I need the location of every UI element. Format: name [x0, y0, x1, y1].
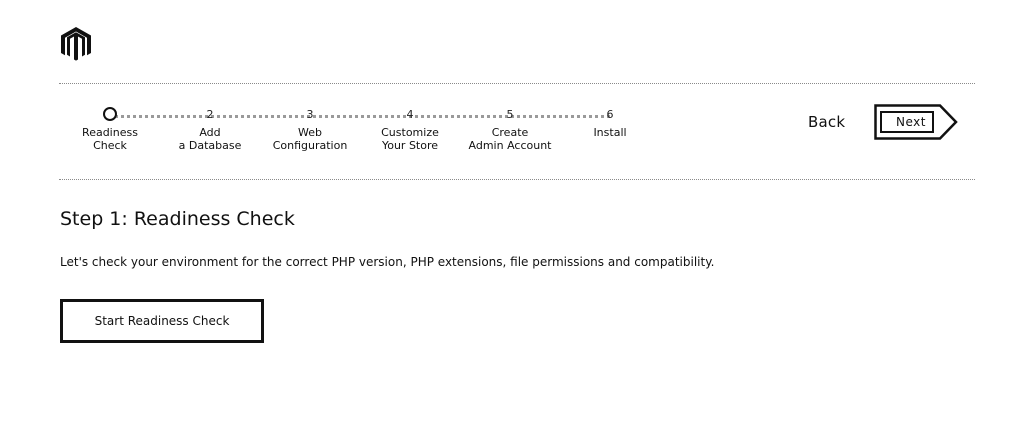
step-number: 4 [406, 108, 414, 121]
step-number: 5 [506, 108, 514, 121]
step-number: 2 [206, 108, 214, 121]
header-divider [59, 83, 975, 84]
step-label-line1: Customize [381, 126, 439, 139]
wizard-progress: Readiness Check 2 Add a Database 3 Web C… [60, 104, 680, 170]
wizard-step-install: 6 Install [555, 104, 665, 139]
step-label-line1: Create [491, 126, 529, 139]
step-label-line2: Your Store [381, 139, 439, 152]
step-number: 6 [606, 108, 614, 121]
wizard-step-customize-store: 4 Customize Your Store [355, 104, 465, 152]
step-label-line1: Readiness [82, 126, 138, 139]
step-indicator [55, 104, 165, 126]
wizard-step-readiness-check: Readiness Check [55, 104, 165, 152]
wizard-step-add-database: 2 Add a Database [155, 104, 265, 152]
start-readiness-check-button[interactable]: Start Readiness Check [60, 299, 264, 343]
next-arrow-shape-icon [874, 104, 958, 140]
step-number: 3 [306, 108, 314, 121]
step-label-line2: Configuration [272, 139, 348, 152]
current-step-dot-icon [103, 107, 117, 121]
wizard-step-create-admin: 5 Create Admin Account [455, 104, 565, 152]
step-label-line1: Install [593, 126, 627, 139]
step-label-line1: Web [298, 126, 322, 139]
step-label-line2: Admin Account [468, 139, 552, 152]
page-description: Let's check your environment for the cor… [60, 255, 715, 269]
wizard-step-web-configuration: 3 Web Configuration [255, 104, 365, 152]
step-label-line2: Check [93, 139, 127, 152]
step-label-line2: a Database [178, 139, 242, 152]
next-button[interactable]: Next [874, 104, 958, 140]
page-title: Step 1: Readiness Check [60, 208, 295, 230]
progress-track [110, 115, 610, 118]
magento-logo-icon [61, 27, 91, 61]
next-button-label: Next [896, 115, 926, 129]
steps-divider [59, 179, 975, 180]
back-button[interactable]: Back [808, 113, 846, 131]
step-label-line1: Add [199, 126, 221, 139]
